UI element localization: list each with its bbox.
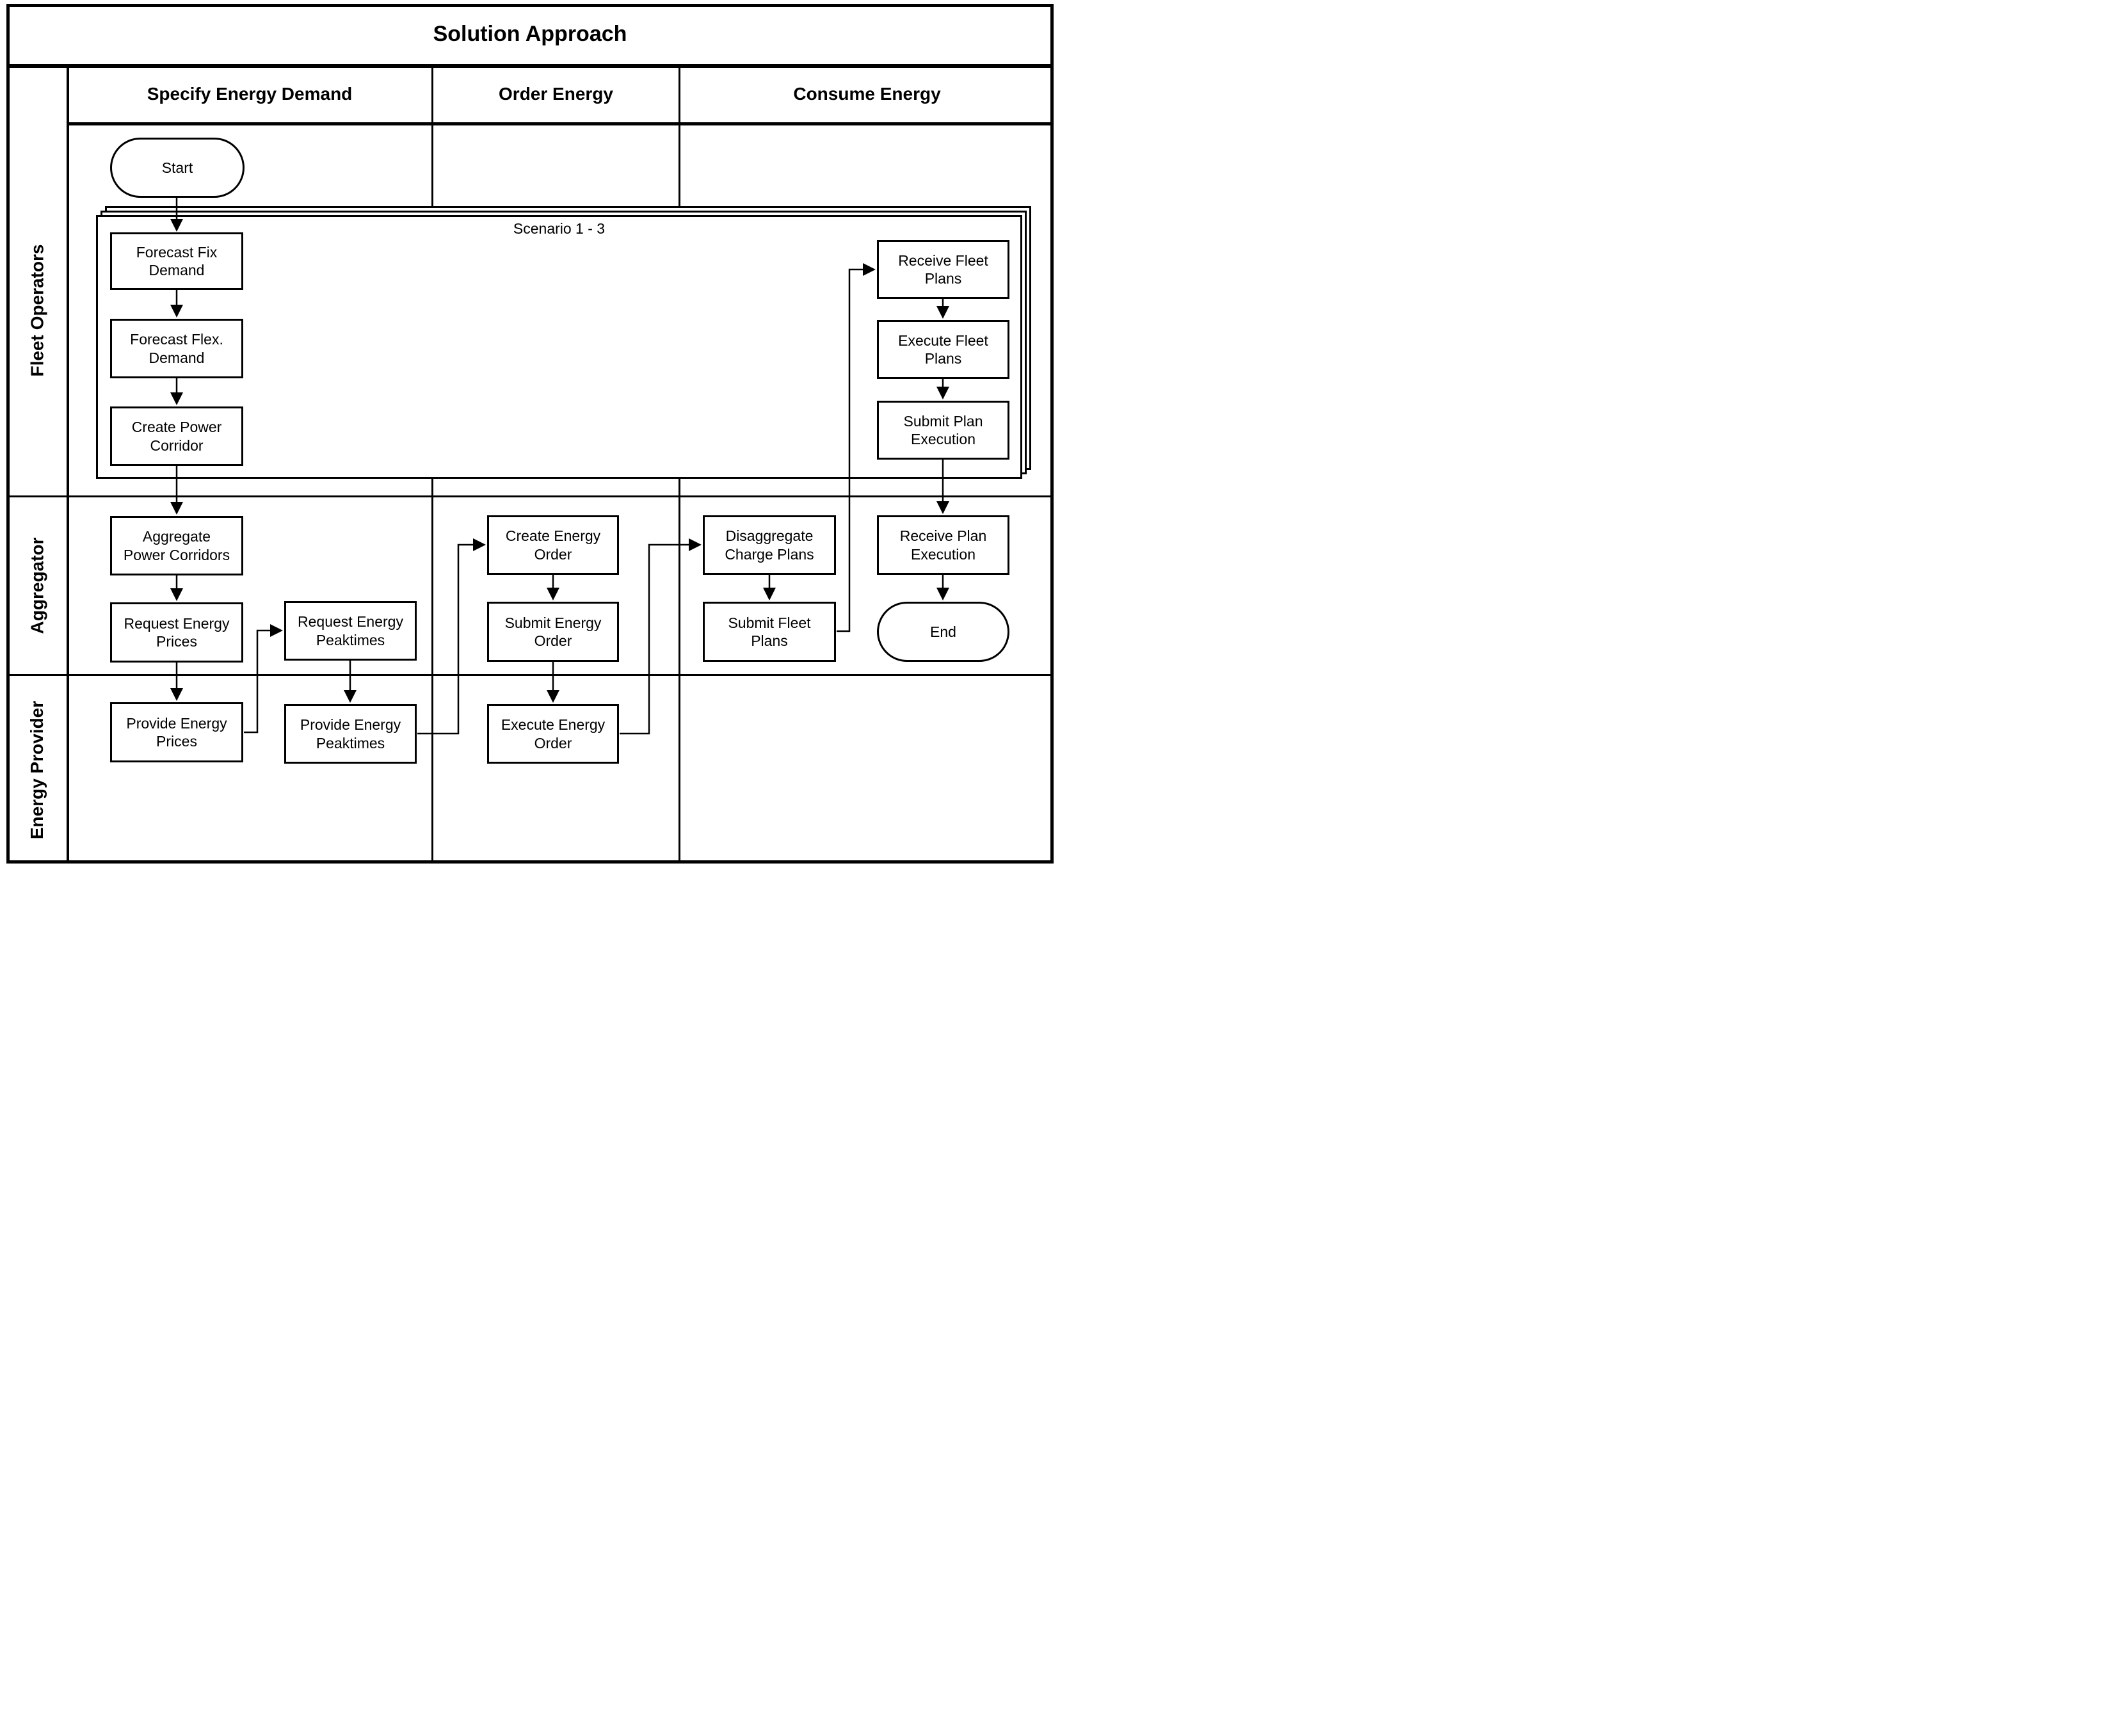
swimlane-diagram: Solution Approach Specify Energy Demand … — [0, 0, 1060, 868]
scenario-group-frame — [96, 215, 1022, 479]
title-separator-line — [6, 64, 1054, 68]
page-title-text: Solution Approach — [433, 22, 627, 46]
column-header-order-energy: Order Energy — [433, 66, 679, 122]
node-label: Submit Plan Execution — [903, 412, 983, 447]
node-end: End — [877, 602, 1009, 662]
node-provide-energy-prices: Provide Energy Prices — [110, 702, 243, 762]
column-header-text: Order Energy — [499, 84, 613, 104]
column-header-specify-energy-demand: Specify Energy Demand — [68, 66, 431, 122]
lane-label-column-line — [67, 64, 69, 864]
node-receive-fleet-plans: Receive Fleet Plans — [877, 240, 1009, 299]
node-label: Provide Energy Prices — [126, 714, 227, 750]
lane-divider-fleet-aggregator — [6, 495, 1054, 497]
node-label: Create Power Corridor — [131, 419, 222, 454]
node-label: Create Energy Order — [505, 527, 601, 563]
node-label: Execute Fleet Plans — [898, 332, 988, 367]
node-start: Start — [110, 138, 245, 198]
flow-provide-prices-to-request-peaktimes — [244, 624, 283, 734]
page-title: Solution Approach — [6, 4, 1054, 65]
diagram-outer-border — [6, 4, 1054, 864]
column-header-text: Consume Energy — [793, 84, 941, 104]
column-header-text: Specify Energy Demand — [147, 84, 353, 104]
node-label: Provide Energy Peaktimes — [300, 716, 401, 751]
connectors-layer — [170, 198, 949, 735]
node-label: Submit Energy Order — [504, 614, 602, 649]
node-submit-energy-order: Submit Energy Order — [487, 602, 619, 662]
node-label: Disaggregate Charge Plans — [725, 527, 814, 563]
scenario-group-label: Scenario 1 - 3 — [96, 220, 1022, 237]
node-aggregate-power-corridors: Aggregate Power Corridors — [110, 516, 243, 575]
column-header-consume-energy: Consume Energy — [680, 66, 1054, 122]
node-label: Aggregate Power Corridors — [123, 528, 230, 563]
flow-submit-fleet-plans-to-receive-fleet-plans — [837, 263, 876, 632]
node-label: Receive Fleet Plans — [898, 252, 988, 287]
lane-divider-aggregator-energy — [6, 674, 1054, 676]
node-label: Forecast Fix Demand — [136, 243, 218, 278]
node-label: Request Energy Prices — [124, 615, 230, 650]
node-execute-energy-order: Execute Energy Order — [487, 704, 619, 764]
header-separator-line — [68, 122, 1054, 125]
node-label: Receive Plan Execution — [899, 527, 987, 563]
node-create-energy-order: Create Energy Order — [487, 515, 619, 575]
node-label: Request Energy Peaktimes — [298, 613, 403, 648]
node-provide-energy-peaktimes: Provide Energy Peaktimes — [284, 704, 417, 764]
node-submit-fleet-plans: Submit Fleet Plans — [703, 602, 836, 662]
node-create-power-corridor: Create Power Corridor — [110, 406, 243, 466]
node-label: Execute Energy Order — [501, 716, 606, 751]
scenario-group-label-text: Scenario 1 - 3 — [513, 220, 606, 237]
node-execute-fleet-plans: Execute Fleet Plans — [877, 320, 1009, 379]
node-label: Submit Fleet Plans — [728, 614, 811, 649]
node-label: Start — [161, 159, 193, 176]
node-forecast-flex-demand: Forecast Flex. Demand — [110, 319, 243, 378]
node-request-energy-peaktimes: Request Energy Peaktimes — [284, 601, 417, 661]
node-label: End — [930, 623, 956, 640]
node-disaggregate-charge-plans: Disaggregate Charge Plans — [703, 515, 836, 575]
node-request-energy-prices: Request Energy Prices — [110, 602, 243, 663]
flow-provide-peaktimes-to-create-energy-order — [417, 538, 486, 735]
node-receive-plan-execution: Receive Plan Execution — [877, 515, 1009, 575]
node-forecast-fix-demand: Forecast Fix Demand — [110, 232, 243, 290]
node-submit-plan-execution: Submit Plan Execution — [877, 401, 1009, 460]
flow-execute-energy-order-to-disaggregate — [620, 538, 702, 735]
node-label: Forecast Flex. Demand — [130, 331, 223, 366]
